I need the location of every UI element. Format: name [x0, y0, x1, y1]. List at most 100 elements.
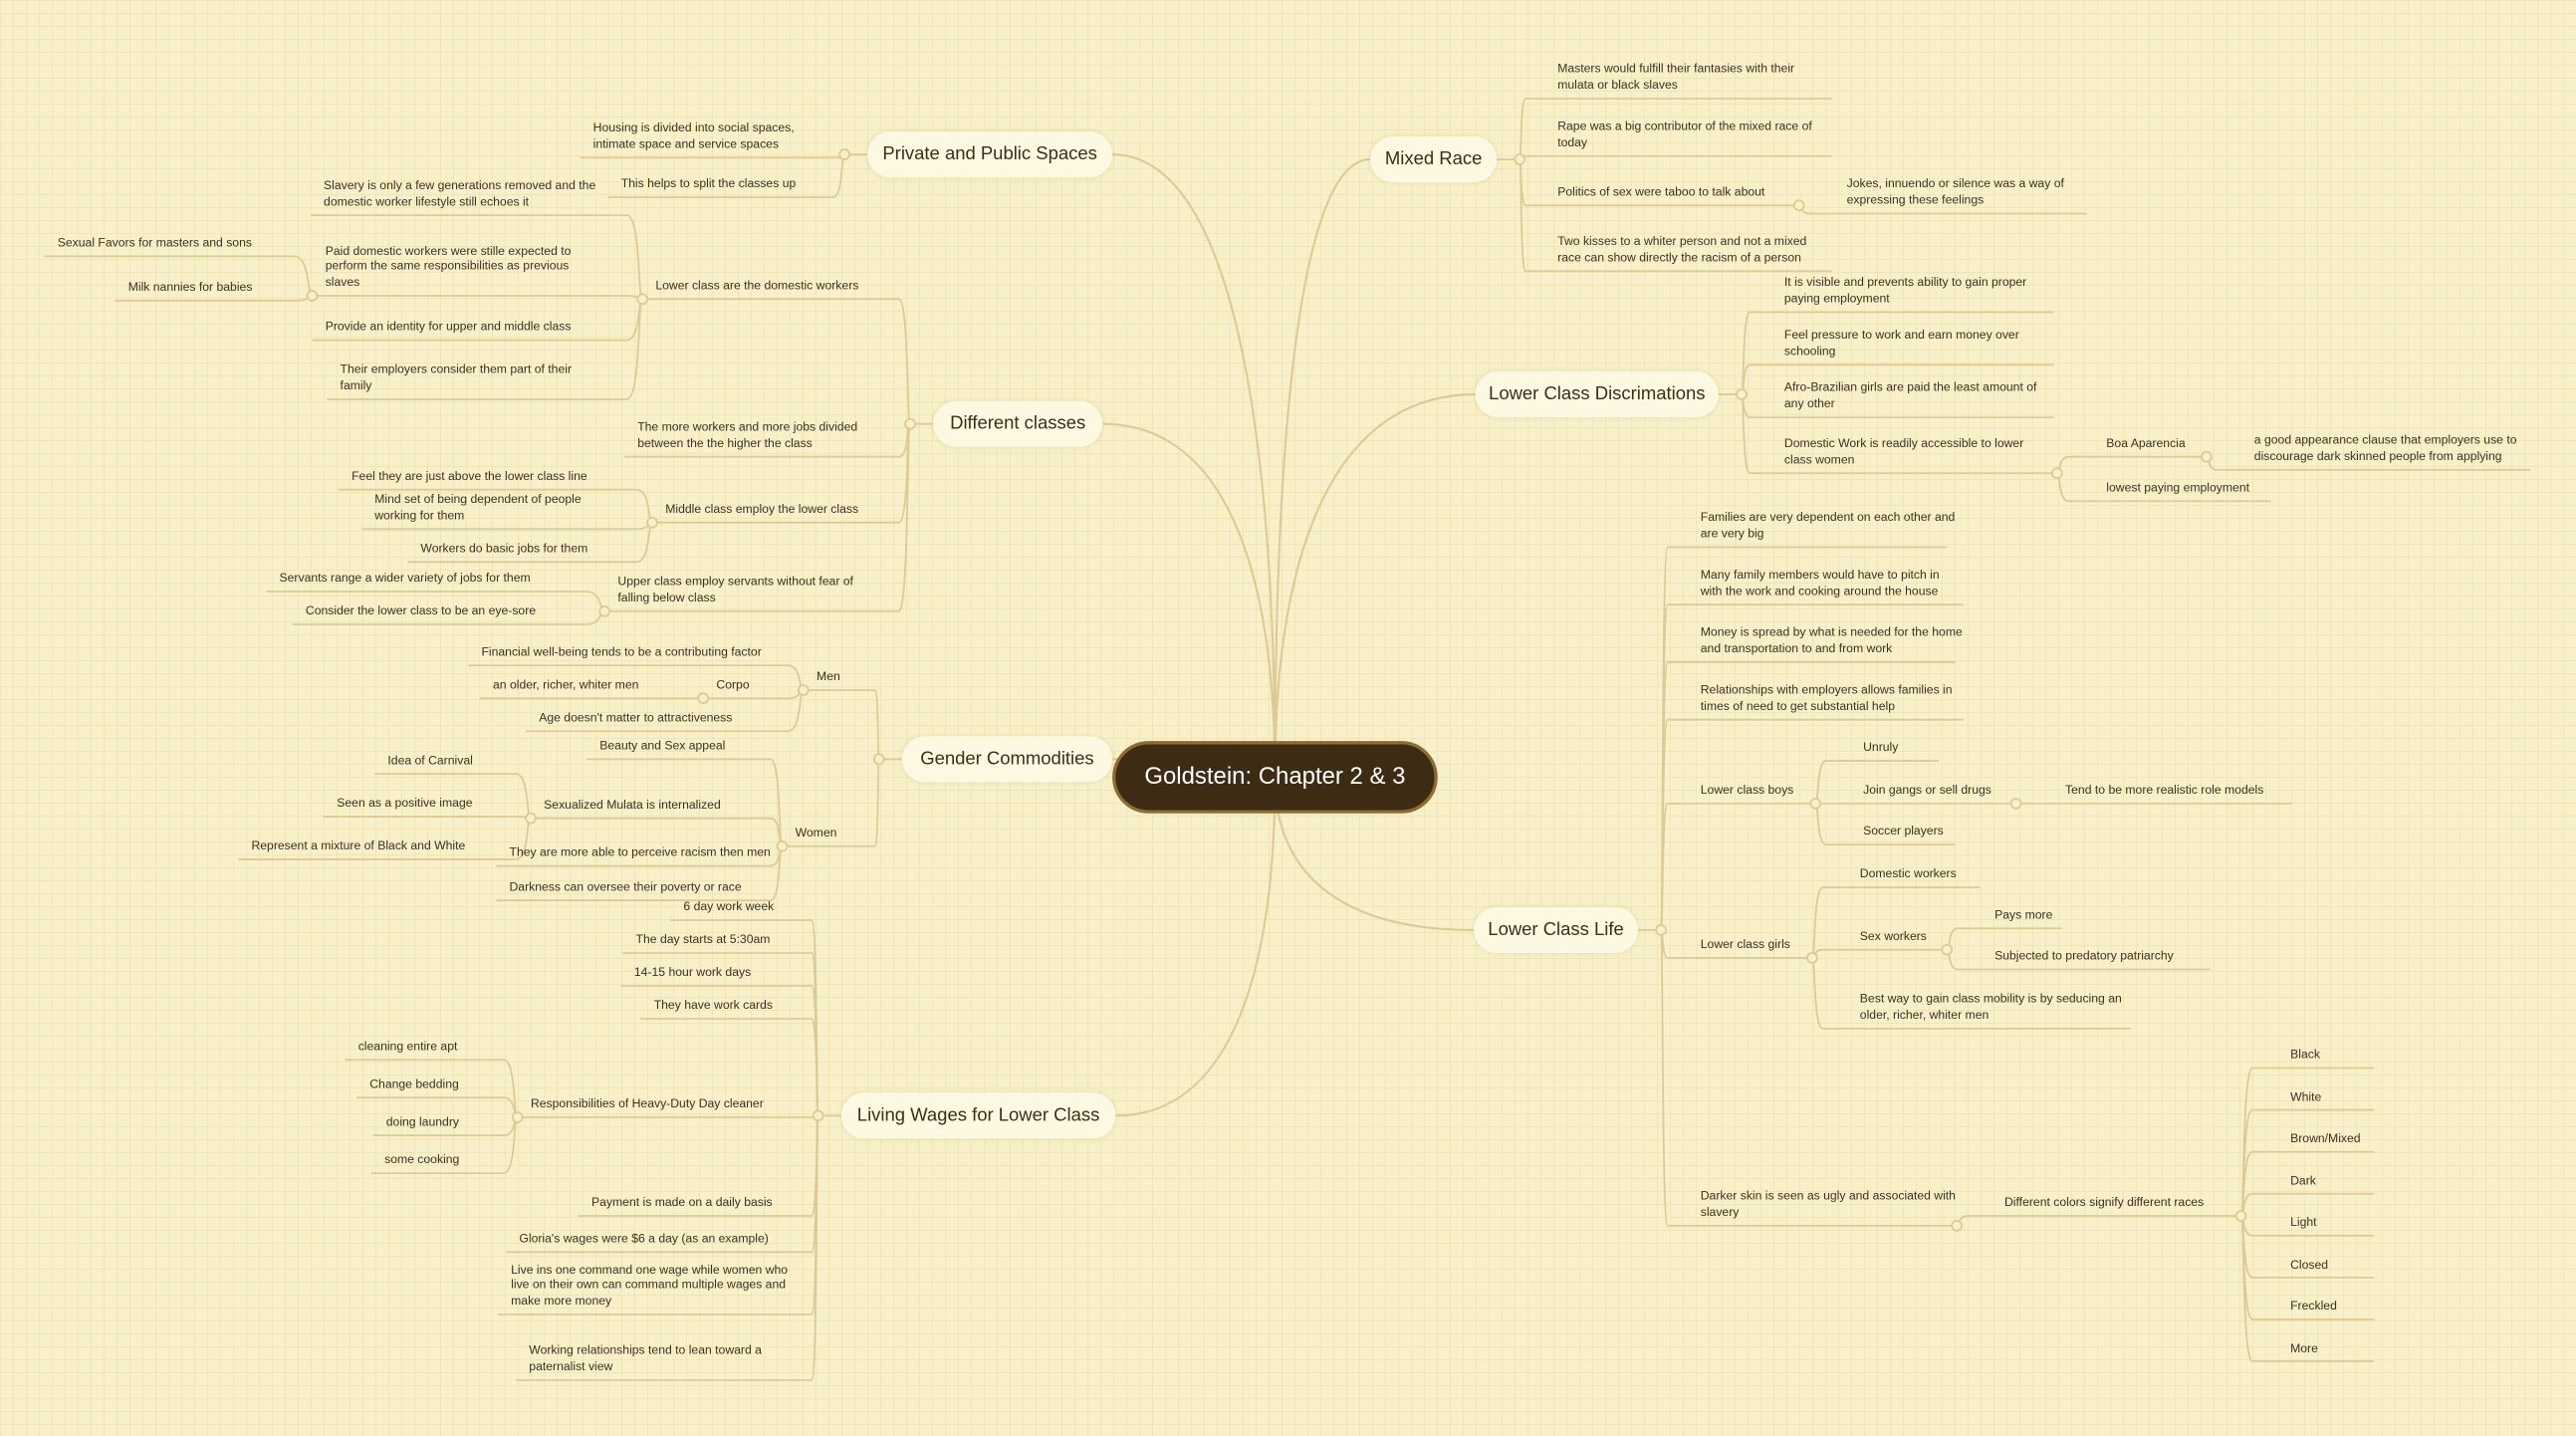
topic-node[interactable]: Working relationships tend to lean towar… — [529, 1342, 762, 1374]
topic-node[interactable]: Black — [2290, 1047, 2320, 1063]
topic-node[interactable]: They are more able to perceive racism th… — [509, 844, 771, 860]
topic-node[interactable]: Domestic Work is readily accessible to l… — [1783, 435, 2024, 467]
topic-node[interactable]: cleaning entire apt — [357, 1039, 458, 1054]
topic-node[interactable]: Payment is made on a daily basis — [591, 1194, 773, 1210]
topic-node[interactable]: Upper class employ servants without fear… — [617, 574, 853, 605]
collapse-toggle[interactable] — [776, 839, 789, 852]
topic-node[interactable]: Lower class boys — [1700, 782, 1794, 798]
collapse-toggle[interactable] — [1941, 943, 1954, 956]
collapse-toggle[interactable] — [2050, 467, 2063, 480]
collapse-toggle[interactable] — [838, 148, 850, 160]
branch-topic[interactable]: Living Wages for Lower Class — [840, 1092, 1116, 1139]
collapse-toggle[interactable] — [636, 293, 649, 306]
topic-node[interactable]: Feel they are just above the lower class… — [351, 468, 587, 484]
collapse-toggle[interactable] — [646, 516, 658, 529]
topic-node[interactable]: Age doesn't matter to attractiveness — [539, 710, 733, 725]
topic-node[interactable]: doing laundry — [385, 1114, 459, 1129]
topic-node[interactable]: Pays more — [1994, 907, 2053, 922]
topic-node[interactable]: It is visible and prevents ability to ga… — [1783, 275, 2027, 307]
topic-node[interactable]: Sexual Favors for masters and sons — [57, 235, 252, 251]
topic-node[interactable]: Responsibilities of Heavy-Duty Day clean… — [530, 1095, 764, 1111]
topic-node[interactable]: Closed — [2290, 1256, 2329, 1272]
topic-node[interactable]: Light — [2290, 1214, 2317, 1230]
topic-node[interactable]: Subjected to predatory patriarchy — [1994, 948, 2174, 964]
topic-node[interactable]: More — [2290, 1339, 2318, 1355]
topic-node[interactable]: Idea of Carnival — [387, 753, 473, 768]
topic-node[interactable]: Jokes, innuendo or silence was a way of … — [1846, 176, 2064, 208]
topic-node[interactable]: Seen as a positive image — [337, 795, 473, 811]
collapse-toggle[interactable] — [797, 684, 810, 696]
topic-node[interactable]: Tend to be more realistic role models — [2065, 782, 2264, 798]
topic-node[interactable]: Domestic workers — [1859, 865, 1957, 881]
topic-node[interactable]: Lower class girls — [1700, 936, 1790, 952]
topic-node[interactable]: Many family members would have to pitch … — [1700, 567, 1940, 598]
topic-node[interactable]: Unruly — [1863, 739, 1899, 755]
topic-node[interactable]: Relationships with employers allows fami… — [1700, 682, 1953, 714]
branch-topic[interactable]: Gender Commodities — [901, 736, 1113, 783]
topic-node[interactable]: Best way to gain class mobility is by se… — [1859, 991, 2122, 1023]
topic-node[interactable]: Dark — [2290, 1172, 2316, 1188]
topic-node[interactable]: Their employers consider them part of th… — [340, 361, 573, 393]
collapse-toggle[interactable] — [511, 1111, 524, 1123]
topic-node[interactable]: The day starts at 5:30am — [635, 931, 771, 947]
topic-node[interactable]: Two kisses to a whiter person and not a … — [1557, 233, 1807, 265]
topic-node[interactable]: They have work cards — [653, 997, 773, 1013]
topic-node[interactable]: Gloria's wages were $6 a day (as an exam… — [519, 1231, 769, 1247]
collapse-toggle[interactable] — [1792, 199, 1805, 212]
topic-node[interactable]: Rape was a big contributor of the mixed … — [1557, 119, 1812, 150]
topic-node[interactable]: a good appearance clause that employers … — [2253, 432, 2517, 464]
collapse-toggle[interactable] — [697, 692, 710, 705]
topic-node[interactable]: some cooking — [384, 1151, 460, 1167]
collapse-toggle[interactable] — [598, 604, 611, 617]
topic-node[interactable]: Masters would fulfill their fantasies wi… — [1557, 61, 1795, 93]
topic-node[interactable]: Money is spread by what is needed for th… — [1700, 624, 1963, 656]
topic-node[interactable]: Lower class are the domestic workers — [655, 278, 859, 294]
topic-node[interactable]: 6 day work week — [683, 898, 775, 914]
collapse-toggle[interactable] — [1655, 924, 1668, 936]
topic-node[interactable]: lowest paying employment — [2106, 480, 2250, 495]
topic-node[interactable]: 14-15 hour work days — [633, 964, 752, 980]
topic-node[interactable]: Women — [795, 825, 837, 840]
topic-node[interactable]: Slavery is only a few generations remove… — [324, 177, 596, 209]
topic-node[interactable]: Beauty and Sex appeal — [599, 738, 726, 754]
collapse-toggle[interactable] — [812, 1109, 824, 1122]
topic-node[interactable]: Boa Aparencia — [2106, 435, 2186, 451]
topic-node[interactable]: Mind set of being dependent of people wo… — [374, 492, 582, 524]
collapse-toggle[interactable] — [872, 753, 885, 766]
collapse-toggle[interactable] — [2234, 1210, 2247, 1222]
topic-node[interactable]: Darkness can oversee their poverty or ra… — [509, 879, 742, 894]
topic-node[interactable]: Feel pressure to work and earn money ove… — [1783, 328, 2019, 359]
topic-node[interactable]: Sexualized Mulata is internalized — [544, 797, 721, 813]
topic-node[interactable]: Darker skin is seen as ugly and associat… — [1700, 1188, 1956, 1220]
topic-node[interactable]: Change bedding — [369, 1077, 459, 1091]
collapse-toggle[interactable] — [904, 417, 916, 430]
topic-node[interactable]: Milk nannies for babies — [127, 279, 253, 295]
branch-topic[interactable]: Private and Public Spaces — [867, 131, 1113, 178]
topic-node[interactable]: Afro-Brazilian girls are paid the least … — [1783, 379, 2037, 411]
topic-node[interactable]: Workers do basic jobs for them — [420, 541, 588, 557]
topic-node[interactable]: Families are very dependent on each othe… — [1700, 510, 1956, 542]
topic-node[interactable]: Middle class employ the lower class — [665, 501, 859, 517]
topic-node[interactable]: Soccer players — [1863, 823, 1944, 838]
topic-node[interactable]: Corpo — [716, 677, 750, 692]
collapse-toggle[interactable] — [525, 812, 537, 825]
topic-node[interactable]: This helps to split the classes up — [620, 175, 797, 191]
topic-node[interactable]: Represent a mixture of Black and White — [251, 838, 466, 853]
collapse-toggle[interactable] — [1514, 153, 1526, 165]
topic-node[interactable]: Men — [817, 668, 840, 684]
topic-node[interactable]: an older, richer, whiter men — [493, 677, 639, 692]
topic-node[interactable]: Brown/Mixed — [2290, 1130, 2361, 1146]
collapse-toggle[interactable] — [2009, 797, 2022, 810]
topic-node[interactable]: Provide an identity for upper and middle… — [325, 319, 572, 335]
topic-node[interactable]: Housing is divided into social spaces, i… — [592, 120, 795, 152]
topic-node[interactable]: White — [2290, 1088, 2322, 1104]
topic-node[interactable]: Join gangs or sell drugs — [1863, 782, 1991, 798]
collapse-toggle[interactable] — [306, 290, 319, 302]
collapse-toggle[interactable] — [2201, 450, 2213, 463]
branch-topic[interactable]: Mixed Race — [1370, 135, 1498, 183]
branch-topic[interactable]: Different classes — [933, 400, 1103, 447]
branch-topic[interactable]: Lower Class Discrimations — [1475, 370, 1719, 418]
collapse-toggle[interactable] — [1951, 1220, 1964, 1232]
topic-node[interactable]: Freckled — [2290, 1298, 2337, 1314]
topic-node[interactable]: Live ins one command one wage while wome… — [511, 1261, 789, 1309]
